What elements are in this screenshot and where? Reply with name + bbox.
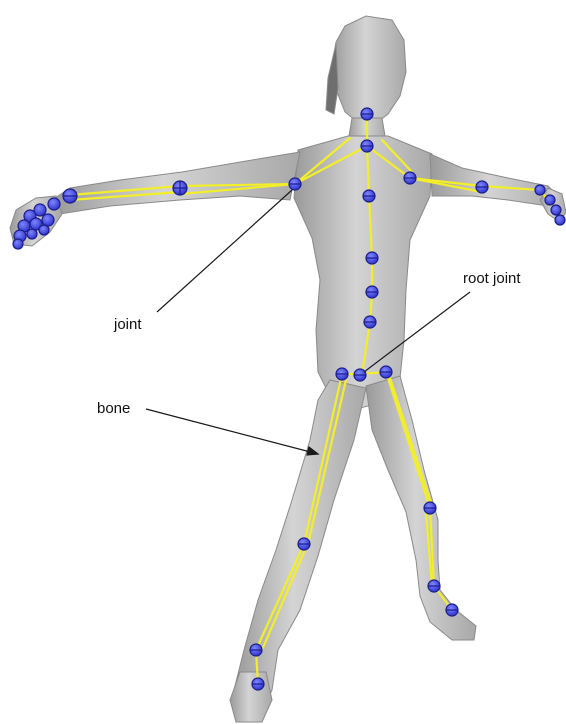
joint-sphere-icon (289, 178, 301, 190)
hair-mesh (326, 44, 338, 114)
joint-sphere-icon (404, 172, 416, 184)
right-arm-mesh (430, 154, 560, 206)
joint-sphere-icon (446, 604, 458, 616)
joint-leader-line (157, 190, 292, 312)
joint-sphere-icon (250, 644, 262, 656)
root-joint-sphere-icon (354, 369, 366, 381)
joint-label: joint (114, 316, 142, 333)
body-mesh (10, 16, 566, 722)
joint-sphere-icon (173, 181, 187, 195)
joint-sphere-icon (363, 190, 375, 202)
root-joint-label: root joint (463, 270, 521, 287)
joint-sphere-icon (428, 580, 440, 592)
joint-sphere-icon (380, 366, 392, 378)
bone-label: bone (97, 400, 130, 417)
joint-sphere-icon (424, 502, 436, 514)
joint-sphere-icon (361, 108, 373, 120)
joint-sphere-icon (63, 189, 77, 203)
joint-sphere-icon (366, 252, 378, 264)
joint-sphere-icon (476, 181, 488, 193)
joint-sphere-icon (252, 678, 264, 690)
joint-sphere-icon (336, 368, 348, 380)
bone-leader-line (146, 409, 318, 454)
right-leg-mesh (366, 376, 476, 640)
joint-sphere-icon (364, 316, 376, 328)
joint-sphere-icon (361, 140, 373, 152)
joint-sphere-icon (535, 185, 545, 195)
joint-sphere-icon (366, 286, 378, 298)
joint-sphere-icon (298, 538, 310, 550)
